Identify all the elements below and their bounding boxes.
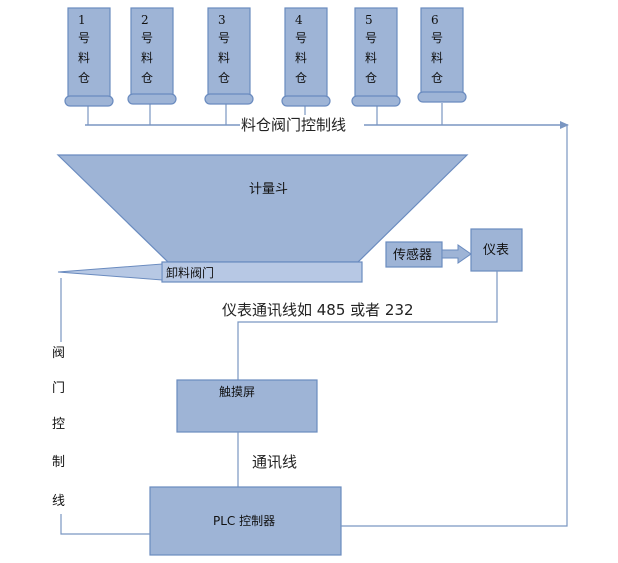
bin-3-char-3: 仓 (218, 71, 230, 85)
bin-4-char-2: 料 (295, 51, 307, 65)
bin-1-char-3: 仓 (78, 71, 90, 85)
bin-4-base (281, 95, 331, 107)
bin-4: 4 号 料 仓 (281, 7, 331, 107)
bin-6-char-2: 料 (431, 51, 443, 65)
bin-2-char-1: 号 (141, 31, 153, 45)
valve-control-char-4: 制 (52, 455, 65, 470)
plc-controller-label: PLC 控制器 (213, 514, 275, 528)
valve-control-char-1: 阀 (52, 346, 65, 361)
instrument-comm-line (237, 271, 498, 380)
plc-return-line (341, 126, 568, 527)
valve-control-char-2: 门 (52, 381, 65, 396)
bin-6-base (417, 91, 467, 103)
bin-2-number: 2 (141, 13, 149, 27)
valve-control-label-bg (50, 342, 72, 514)
bin-3-base (204, 93, 254, 105)
bin-2-char-2: 料 (141, 51, 153, 65)
bin-5: 5 号 料 仓 (351, 7, 401, 107)
bin-5-body (354, 7, 398, 105)
plc-controller-box (149, 486, 342, 556)
bin-3-body (207, 7, 251, 103)
bin-6-char-3: 仓 (431, 71, 443, 85)
bin-4-number: 4 (295, 13, 303, 27)
bin-2-char-3: 仓 (141, 71, 153, 85)
valve-control-line (60, 278, 150, 535)
bin-1-char-1: 号 (78, 31, 90, 45)
bin-1-char-2: 料 (78, 51, 90, 65)
bin-1: 1 号 料 仓 (64, 7, 114, 107)
weighing-hopper-label: 计量斗 (249, 182, 288, 197)
bin-5-base (351, 95, 401, 107)
sensor-to-instrument-arrow (441, 244, 472, 264)
bin-3-char-1: 号 (218, 31, 230, 45)
sensor-label: 传感器 (393, 247, 432, 263)
bin-5-char-1: 号 (365, 31, 377, 45)
bin-3-number: 3 (218, 13, 226, 27)
bin-2-base (127, 93, 177, 105)
bin-3: 3 号 料 仓 (204, 7, 254, 105)
discharge-valve-spike (57, 263, 163, 281)
bin-4-body (284, 7, 328, 105)
bin-6-char-1: 号 (431, 31, 443, 45)
bin-3-char-2: 料 (218, 51, 230, 65)
valve-control-char-5: 线 (52, 494, 65, 509)
bin-5-char-3: 仓 (365, 71, 377, 85)
instrument-box (470, 228, 523, 272)
bin-valve-control-line-label: 料仓阀门控制线 (241, 116, 346, 134)
discharge-valve-label: 卸料阀门 (166, 265, 214, 280)
bin-6-body (420, 7, 464, 101)
sensor-box (385, 241, 443, 268)
instrument-comm-line-label: 仪表通讯线如 485 或者 232 (222, 301, 414, 319)
bin-1-base (64, 95, 114, 107)
bin-2-body (130, 7, 174, 103)
bin-1-number: 1 (78, 13, 86, 27)
bin-6: 6 号 料 仓 (417, 7, 467, 103)
valve-control-char-3: 控 (52, 417, 65, 432)
bin-5-char-2: 料 (365, 51, 377, 65)
touch-screen-label: 触摸屏 (219, 385, 255, 399)
bin-5-number: 5 (365, 13, 373, 27)
comm-line-label: 通讯线 (252, 453, 297, 471)
instrument-label: 仪表 (483, 243, 509, 258)
bin-4-char-1: 号 (295, 31, 307, 45)
bin-6-number: 6 (431, 13, 439, 27)
bin-4-char-3: 仓 (295, 71, 307, 85)
touch-screen-box (176, 379, 318, 433)
bin-2: 2 号 料 仓 (127, 7, 177, 105)
bin-control-label-bg (240, 115, 364, 135)
